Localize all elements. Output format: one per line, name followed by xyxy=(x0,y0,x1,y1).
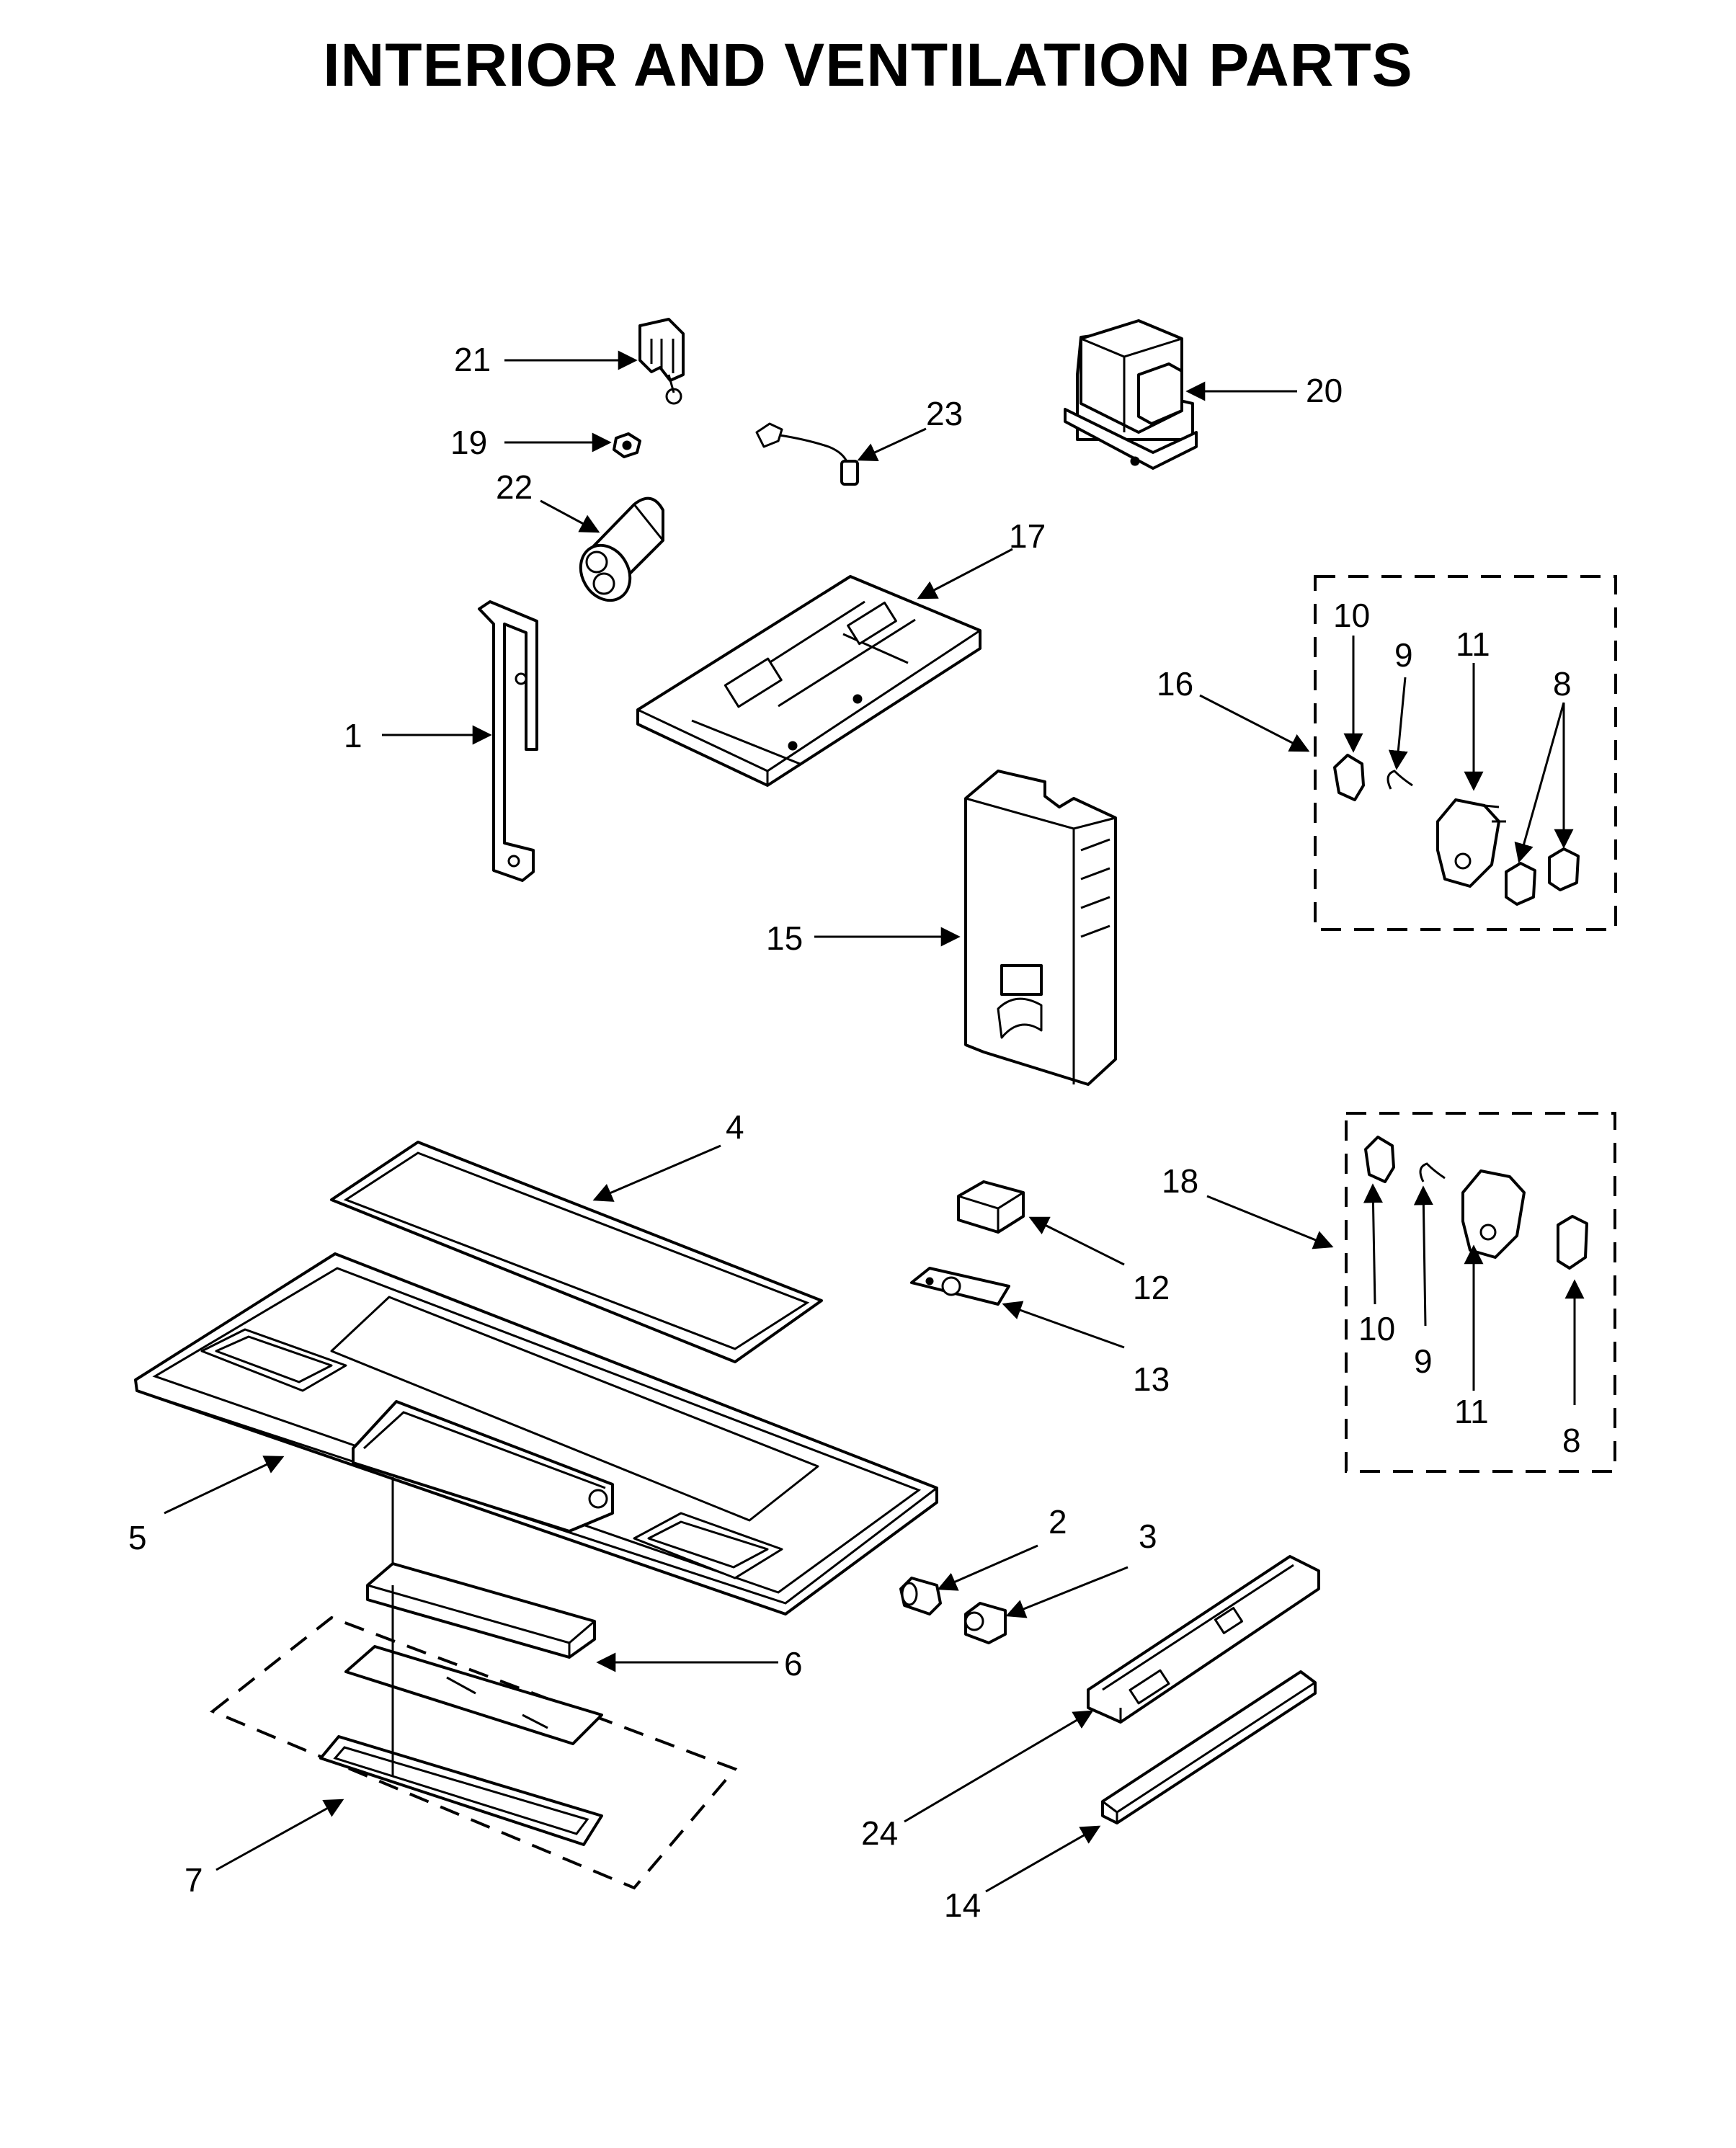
callout-9b: 9 xyxy=(1414,1342,1433,1380)
part-13-plate xyxy=(910,1267,1010,1306)
callout-5: 5 xyxy=(128,1519,147,1556)
callout-20: 20 xyxy=(1306,372,1343,409)
part-5-bottom-plate xyxy=(134,1252,938,1616)
callout-1: 1 xyxy=(344,717,362,754)
callout-16: 16 xyxy=(1157,665,1193,703)
part-23-wire xyxy=(755,422,859,486)
part-2-socket xyxy=(899,1577,942,1616)
part-1-bracket xyxy=(478,600,538,882)
callout-3: 3 xyxy=(1139,1518,1157,1555)
part-18-assembly-box xyxy=(1345,1112,1616,1473)
callout-17: 17 xyxy=(1009,517,1046,555)
callout-18: 18 xyxy=(1162,1162,1198,1200)
callout-7: 7 xyxy=(184,1861,203,1899)
callout-11b: 11 xyxy=(1454,1393,1489,1430)
callout-8a: 8 xyxy=(1553,665,1572,703)
part-6-damper xyxy=(366,1477,596,1659)
callout-15: 15 xyxy=(766,919,803,957)
leader-arrows xyxy=(164,350,1585,1893)
callout-11a: 11 xyxy=(1456,625,1490,663)
part-17-plate xyxy=(636,575,981,787)
callout-6: 6 xyxy=(784,1645,803,1683)
callout-13: 13 xyxy=(1133,1360,1170,1398)
part-24-control-panel xyxy=(1087,1555,1320,1724)
part-7-assembly-box xyxy=(210,1616,738,1890)
part-18-components xyxy=(1364,1136,1588,1270)
callout-12: 12 xyxy=(1133,1269,1170,1306)
callout-23: 23 xyxy=(926,395,963,432)
callout-9a: 9 xyxy=(1394,636,1413,674)
part-21-bracket xyxy=(638,318,685,405)
part-16-assembly-box xyxy=(1314,575,1617,931)
part-7-components xyxy=(319,1585,603,1846)
callout-10b: 10 xyxy=(1358,1310,1395,1347)
callout-22: 22 xyxy=(496,468,533,506)
callout-10a: 10 xyxy=(1333,597,1370,634)
page-title: INTERIOR AND VENTILATION PARTS xyxy=(323,31,1413,99)
part-22-capacitor xyxy=(579,496,664,602)
part-12-box xyxy=(957,1180,1025,1234)
callout-24: 24 xyxy=(861,1814,898,1852)
part-14-strip xyxy=(1101,1670,1317,1824)
callout-19: 19 xyxy=(450,424,487,461)
part-3-bulb xyxy=(964,1602,1007,1644)
callout-21: 21 xyxy=(454,341,491,378)
callout-2: 2 xyxy=(1049,1503,1067,1541)
callout-labels: 21 19 22 23 20 17 1 15 16 10 9 11 8 4 18… xyxy=(128,341,1581,1924)
callout-4: 4 xyxy=(726,1108,744,1146)
callout-14: 14 xyxy=(944,1886,981,1924)
part-20-transformer xyxy=(1064,319,1198,470)
callout-8b: 8 xyxy=(1562,1422,1581,1459)
part-4-filter xyxy=(330,1141,823,1363)
part-19-clip xyxy=(613,432,641,458)
part-16-components xyxy=(1333,754,1580,906)
part-15-duct xyxy=(964,770,1117,1086)
